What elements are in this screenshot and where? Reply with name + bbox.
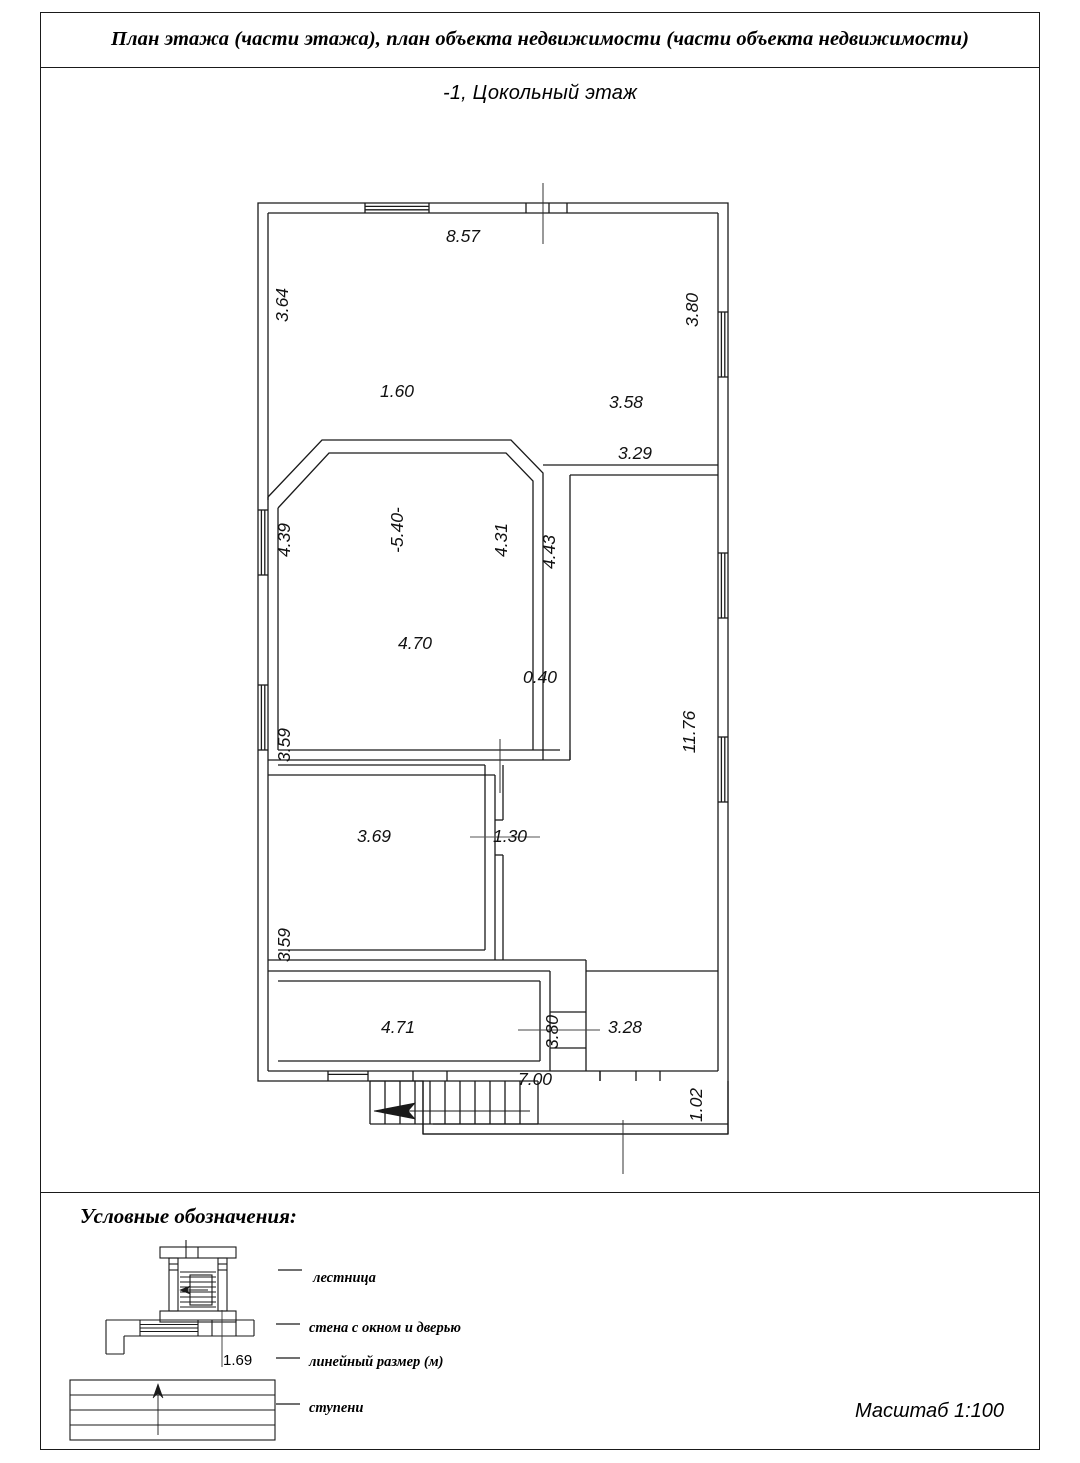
document-frame <box>40 12 1040 1450</box>
door-top-right <box>525 203 568 213</box>
dim-left-mid: 4.39 <box>274 523 294 557</box>
scale-note: Масштаб 1:100 <box>855 1400 1005 1422</box>
legend-stairs-symbol <box>159 1240 237 1323</box>
dim-room-bottom-right: 3.28 <box>608 1017 642 1037</box>
dim-gap-small: 0.40 <box>523 667 557 687</box>
window-bottom-mid2 <box>599 1071 637 1081</box>
stairs-symbol <box>369 1080 539 1125</box>
legend-label-steps: ступени <box>309 1400 364 1416</box>
legend-label-dimension: линейный размер (м) <box>309 1354 444 1370</box>
window-right-lower <box>718 736 728 803</box>
dimension-ticks <box>499 183 624 1174</box>
central-room-inner <box>277 452 534 751</box>
dim-right-room-left: 4.43 <box>539 535 559 569</box>
window-left-upper <box>258 509 268 576</box>
wall-mid-horizontal <box>543 464 718 466</box>
wall-corridor-vertical <box>495 765 504 960</box>
room-lower-right <box>585 970 718 1071</box>
outer-wall-outline <box>257 202 729 1135</box>
dim-mid-right-upper: 3.58 <box>609 392 643 412</box>
floor-label-band: -1, Цокольный этаж <box>40 68 1040 118</box>
dim-top-outer: 8.57 <box>446 226 481 246</box>
window-top-left <box>364 203 430 213</box>
room-upper-boundary <box>268 432 720 500</box>
legend-section: Условные обозначения: <box>40 1192 1040 1450</box>
dim-left-lower: 3.59 <box>274 928 294 962</box>
door-between-lower-rooms <box>550 1011 586 1049</box>
room-mid-left <box>268 764 496 961</box>
dim-right-upper: 3.80 <box>682 293 702 327</box>
entrance-landing <box>422 1081 729 1135</box>
legend-wall-window-door-symbol <box>105 1310 255 1367</box>
window-left-lower <box>258 684 268 751</box>
window-right-mid <box>718 552 728 619</box>
dim-room-lower-right-height: 3.80 <box>542 1015 562 1049</box>
dim-chamfer-top: 1.60 <box>380 381 414 401</box>
legend-steps-symbol <box>69 1379 276 1441</box>
dimension-labels: 8.57 3.64 3.80 1.60 3.58 3.29 4.39 -5.40… <box>272 226 706 1122</box>
wall-corridor-to-lower <box>495 959 587 971</box>
dim-left-upper: 3.64 <box>272 288 292 322</box>
dim-bottom-outer: 7.00 <box>518 1069 552 1089</box>
dim-left-lower-mid: 3.59 <box>274 728 294 762</box>
dim-corridor-width: 1.30 <box>493 826 527 846</box>
wall-central-bottom-extension <box>533 749 571 761</box>
plan-title-band: План этажа (части этажа), план объекта н… <box>40 12 1040 68</box>
door-bottom-mid <box>412 1071 448 1081</box>
door-bottom-left <box>327 1071 369 1081</box>
central-room-outer <box>267 439 544 760</box>
dim-center-room-area: -5.40- <box>387 507 407 553</box>
floor-plan-drawing: 8.57 3.64 3.80 1.60 3.58 3.29 4.39 -5.40… <box>40 120 1040 1190</box>
dim-room-lower-left-top: 3.69 <box>357 826 391 846</box>
dim-room-lower-bottom: 4.71 <box>381 1017 415 1037</box>
floor-label: -1, Цокольный этаж <box>442 81 638 104</box>
dim-bottom-right-small: 1.02 <box>686 1088 706 1122</box>
window-right-upper <box>718 311 728 378</box>
page-title: План этажа (части этажа), план объекта н… <box>110 28 970 50</box>
legend-label-stairs: лестница <box>313 1270 376 1286</box>
legend-heading: Условные обозначения: <box>80 1204 297 1228</box>
room-lower-left <box>268 970 551 1071</box>
room-right-upper <box>569 474 718 760</box>
legend-label-wall: стена с окном и дверью <box>309 1320 461 1336</box>
dim-right-outer-long: 11.76 <box>679 710 699 753</box>
dim-center-room-right: 4.31 <box>491 523 511 557</box>
door-bottom-right <box>599 1071 661 1081</box>
legend-dimension-value: 1.69 <box>223 1352 253 1369</box>
dim-center-room-bottom: 4.70 <box>398 633 432 653</box>
dim-room-right-top: 3.29 <box>618 443 652 463</box>
legend-divider <box>40 1192 1040 1193</box>
